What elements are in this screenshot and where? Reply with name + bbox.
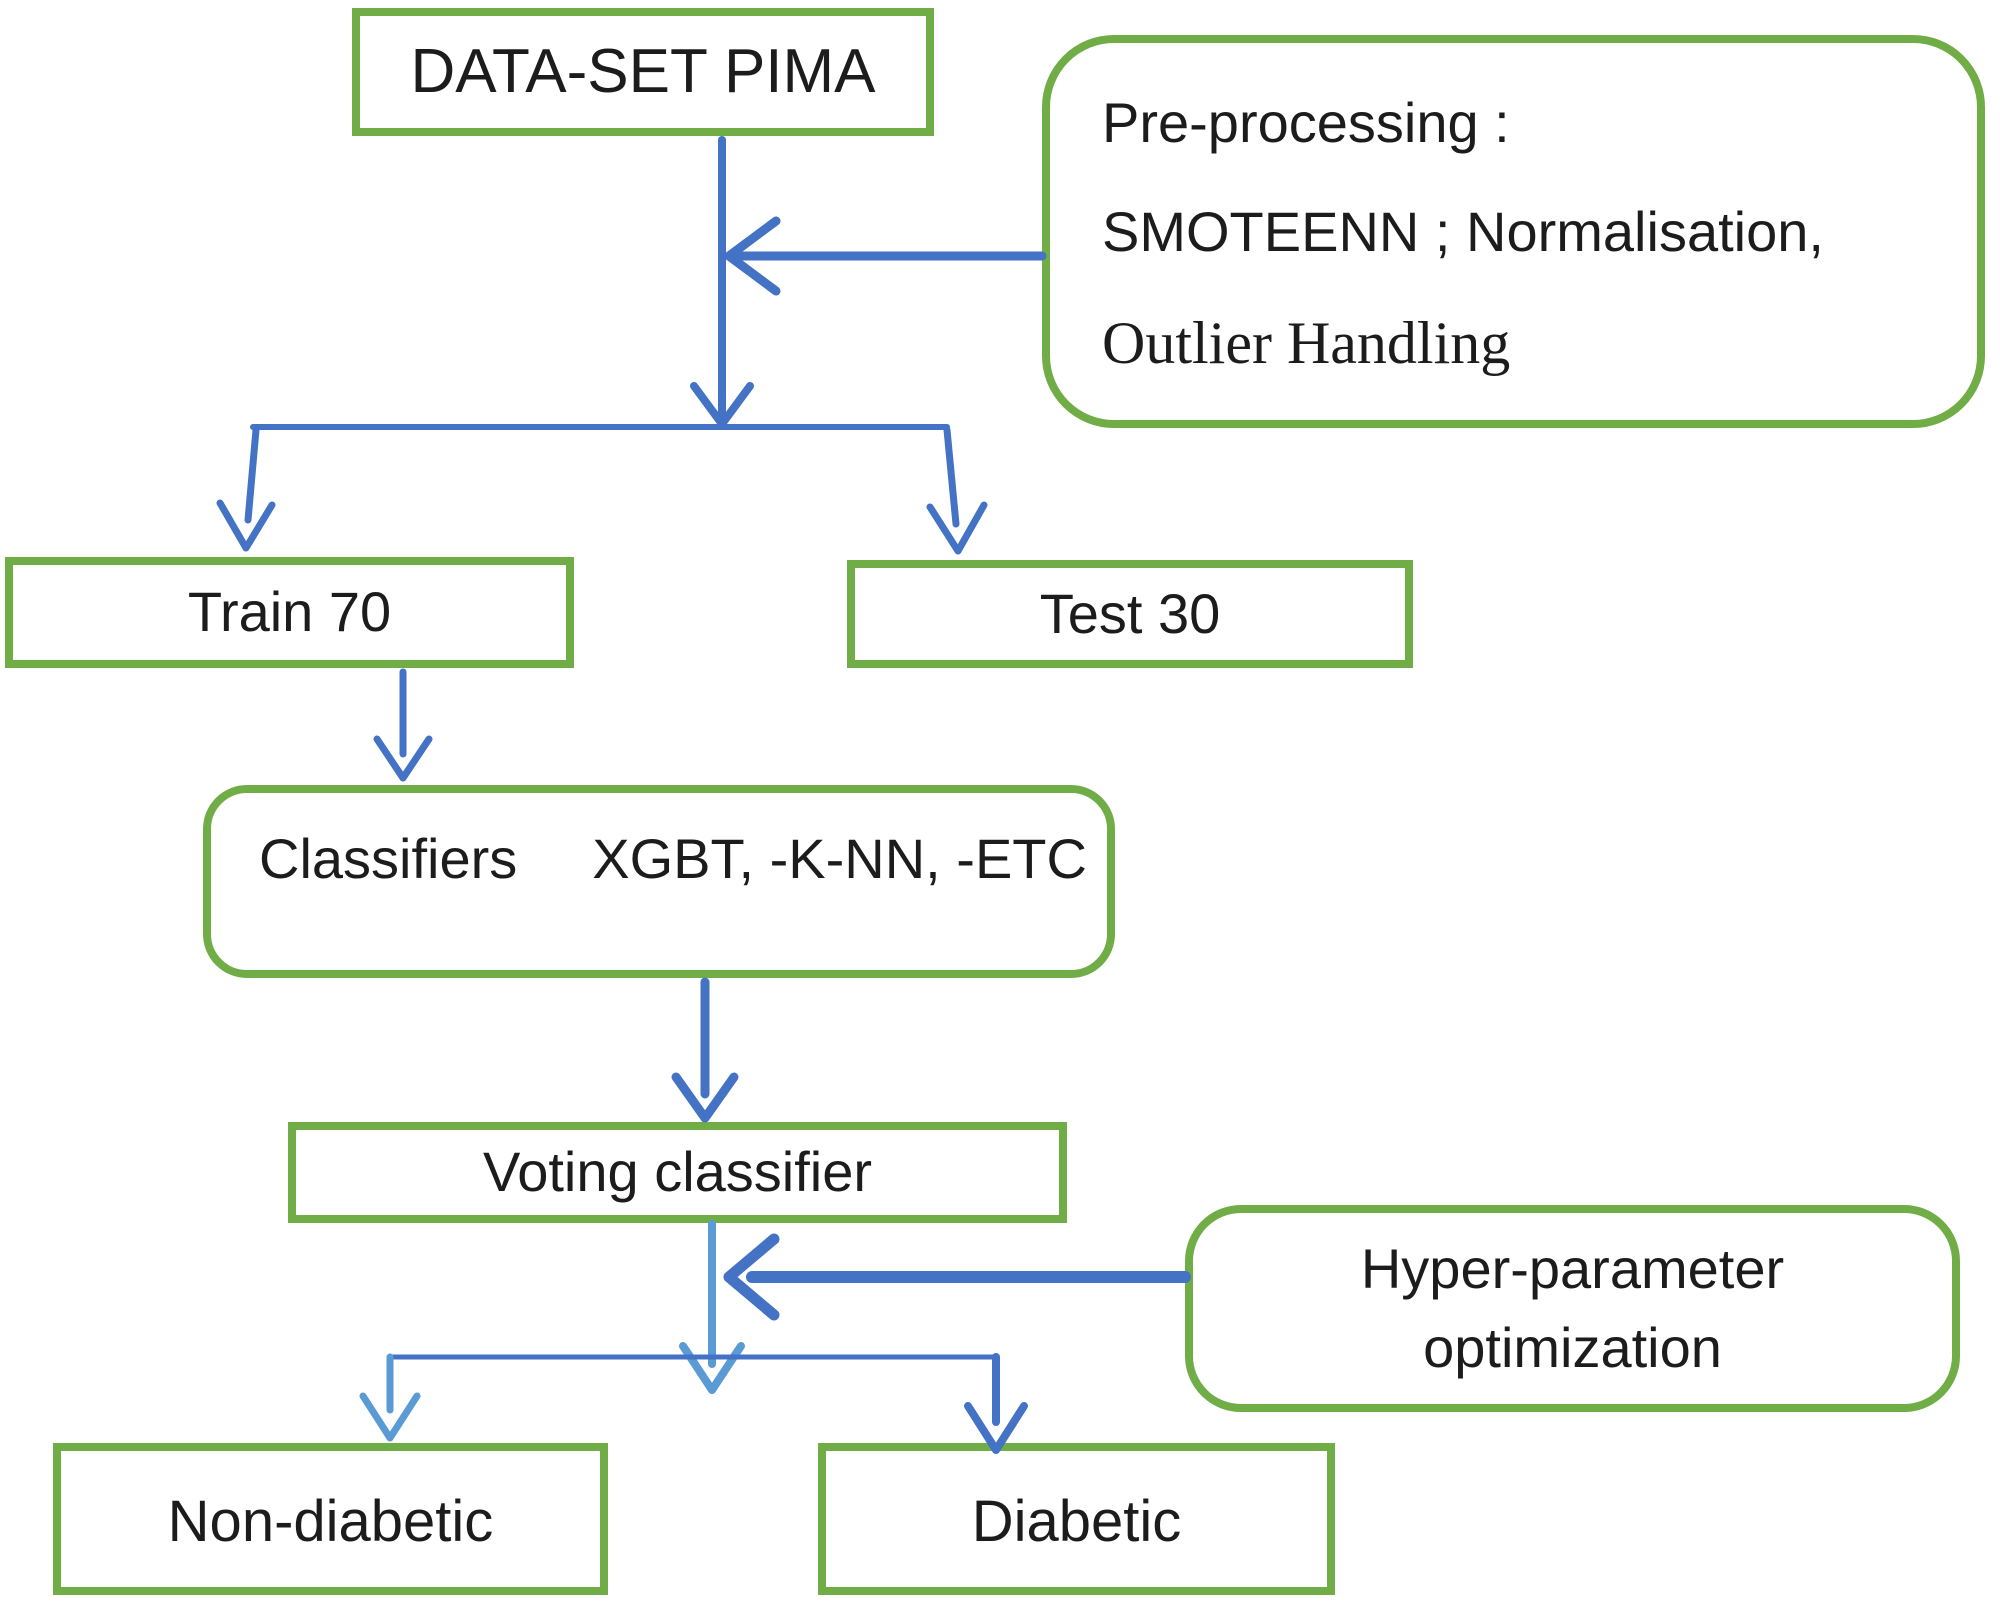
node-train-70: Train 70	[5, 557, 574, 668]
node-train-70-label: Train 70	[187, 580, 392, 644]
node-dataset-pima-label: DATA-SET PIMA	[410, 37, 876, 107]
hyperparameter-line-2: optimization	[1423, 1315, 1722, 1379]
arrow-preprocessing-left	[724, 216, 1047, 296]
arrow-hyperparameter-left-head	[723, 1233, 780, 1321]
arrow-voting-down	[679, 1220, 745, 1394]
arrow-voting-down-head	[679, 1342, 745, 1394]
arrow-classifiers-to-voting	[671, 977, 739, 1123]
arrow-preprocessing-left-head	[724, 216, 781, 296]
preprocessing-line-methods: SMOTEENN ; Normalisation,	[1102, 200, 1824, 263]
arrow-dataset-down-head	[690, 382, 754, 428]
node-non-diabetic: Non-diabetic	[53, 1443, 608, 1595]
arrow-to-test-head	[926, 501, 988, 555]
arrow-train-to-classifiers-head	[373, 735, 433, 782]
node-test-30: Test 30	[847, 560, 1413, 668]
node-classifiers-label: Classifiers	[259, 827, 518, 890]
arrow-to-train	[216, 426, 276, 552]
arrow-to-train-shaft	[244, 426, 260, 524]
hyperparameter-line-1: Hyper-parameter	[1360, 1237, 1785, 1301]
node-voting-classifier-label: Voting classifier	[482, 1140, 873, 1204]
node-diabetic-label: Diabetic	[971, 1489, 1182, 1554]
arrow-dataset-down	[690, 136, 754, 428]
node-test-30-label: Test 30	[1039, 581, 1221, 645]
arrow-to-test-shaft	[943, 426, 960, 528]
node-classifiers-detail: XGBT, -K-NN, -ETC	[592, 827, 1087, 890]
node-diabetic: Diabetic	[818, 1443, 1335, 1595]
arrow-to-train-head	[216, 499, 276, 552]
node-hyperparameter-optimization: Hyper-parameter optimization	[1185, 1205, 1960, 1412]
preprocessing-line-outlier: Outlier Handling	[1102, 310, 1511, 376]
node-voting-classifier: Voting classifier	[288, 1122, 1067, 1223]
arrow-train-to-classifiers	[373, 668, 433, 782]
arrow-to-non-diabetic-head	[359, 1392, 421, 1442]
node-non-diabetic-label: Non-diabetic	[167, 1489, 494, 1554]
arrow-hyperparameter-left	[723, 1233, 1191, 1321]
preprocessing-line-title: Pre-processing :	[1102, 91, 1510, 154]
arrow-to-diabetic	[964, 1353, 1028, 1454]
arrow-classifiers-to-voting-head	[671, 1072, 739, 1123]
node-preprocessing: Pre-processing : SMOTEENN ; Normalisatio…	[1042, 35, 1985, 428]
node-dataset-pima: DATA-SET PIMA	[352, 8, 934, 136]
arrow-to-test	[926, 426, 988, 555]
arrow-to-non-diabetic	[359, 1353, 421, 1442]
node-classifiers: Classifiers XGBT, -K-NN, -ETC	[203, 785, 1115, 978]
